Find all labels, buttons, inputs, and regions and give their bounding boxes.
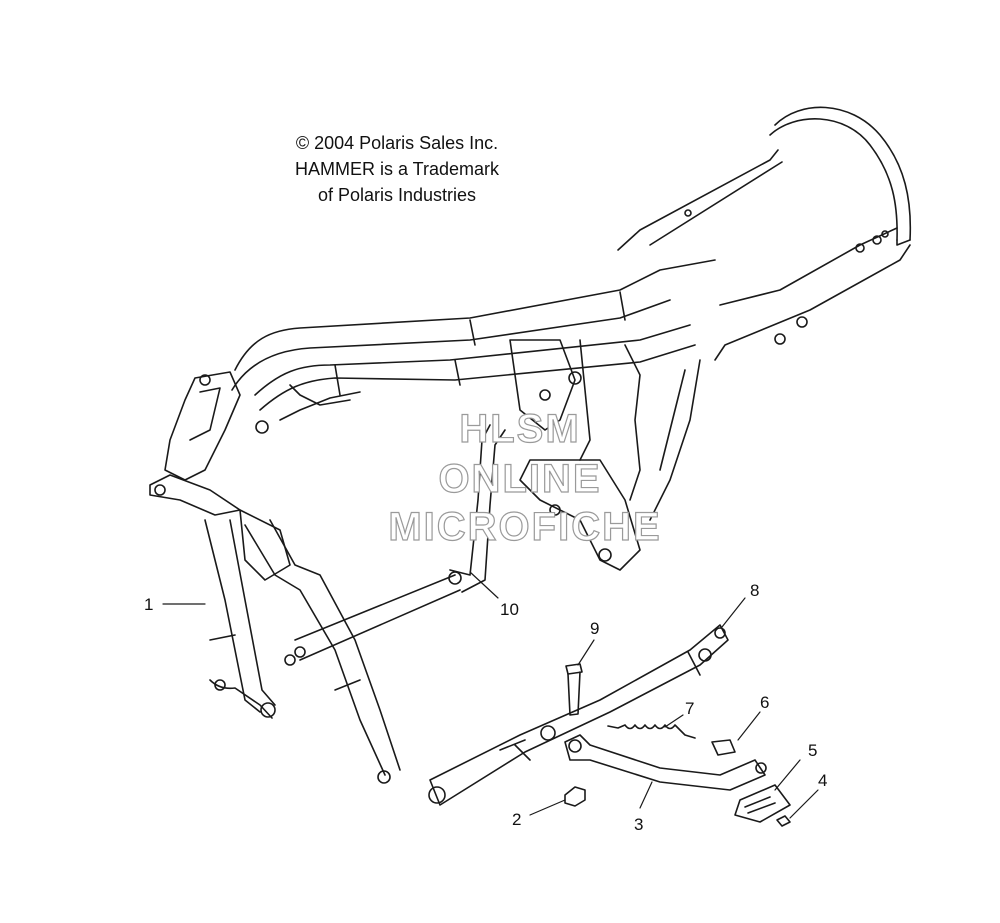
leader-10 (469, 571, 499, 599)
front-down-tubes (204, 509, 401, 784)
copyright-line: © 2004 Polaris Sales Inc. (295, 133, 499, 153)
center-engine-mount (509, 339, 701, 571)
leader-9 (577, 639, 595, 666)
leader-4 (789, 789, 819, 819)
watermark-line-3: MICROFICHE (388, 504, 662, 549)
copyright-notice: © 2004 Polaris Sales Inc. HAMMER is a Tr… (262, 130, 532, 208)
rear-seat-rail (617, 106, 912, 361)
pin (711, 739, 736, 756)
callout-4: 4 (818, 771, 827, 790)
callout-8: 8 (750, 581, 759, 600)
nut (564, 786, 586, 807)
leader-7 (664, 714, 684, 728)
leader-6 (737, 711, 761, 741)
trademark-line: HAMMER is a Trademark (294, 159, 500, 179)
watermark-line-2: ONLINE (438, 456, 602, 501)
watermark-line-1: HLSM (459, 406, 581, 451)
upper-frame-tubes (231, 259, 716, 421)
callout-3: 3 (634, 815, 643, 834)
leader-lines (162, 571, 819, 819)
callout-2: 2 (512, 810, 521, 829)
stand-lever (564, 734, 767, 791)
small-fastener (776, 815, 791, 827)
callout-9: 9 (590, 619, 599, 638)
callout-6: 6 (760, 693, 769, 712)
side-stand (428, 624, 729, 806)
leader-2 (529, 799, 566, 816)
callout-numbers: 1 2 3 4 5 6 7 8 9 10 (144, 581, 827, 834)
callout-5: 5 (808, 741, 817, 760)
spring (607, 724, 696, 739)
owner-line: of Polaris Industries (317, 185, 477, 205)
leader-5 (774, 759, 801, 791)
callout-10: 10 (500, 600, 519, 619)
leader-3 (639, 781, 653, 809)
leader-8 (721, 597, 746, 628)
steering-head (149, 371, 269, 516)
bolt (565, 663, 583, 716)
cross-tube (284, 424, 506, 666)
foot-pad (734, 784, 791, 823)
callout-1: 1 (144, 595, 153, 614)
callout-7: 7 (685, 699, 694, 718)
